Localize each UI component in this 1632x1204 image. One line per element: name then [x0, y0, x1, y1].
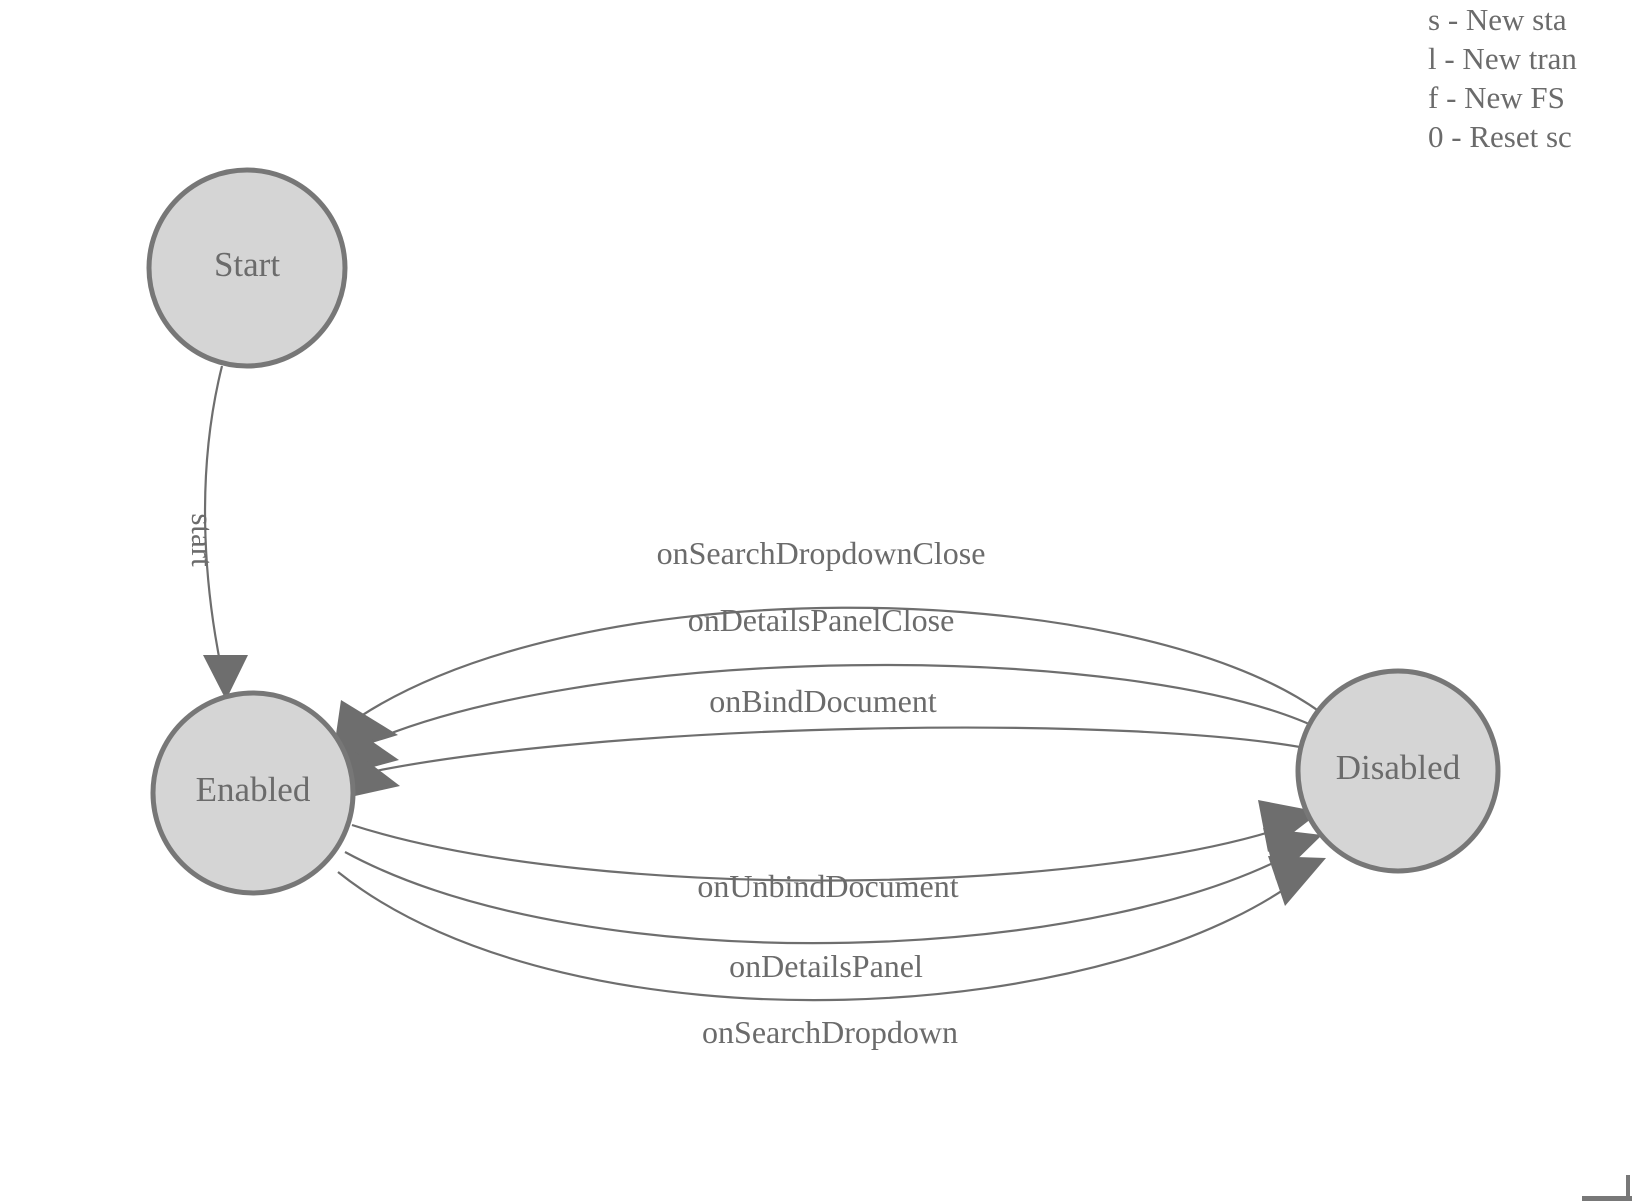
transition-on-details-panel-close[interactable]	[333, 663, 1323, 778]
transition-label-on-bind-document: onBindDocument	[709, 683, 937, 719]
transition-on-search-dropdown-arrowhead	[1268, 856, 1326, 906]
transition-on-search-dropdown-path[interactable]	[337, 861, 1321, 1002]
state-node-enabled-label: Enabled	[196, 770, 311, 809]
state-node-start-label: Start	[214, 245, 280, 284]
state-node-disabled-circle[interactable]	[1295, 668, 1501, 874]
state-node-start[interactable]: Start	[146, 167, 348, 369]
transition-on-bind-document-path[interactable]	[351, 726, 1326, 778]
transition-label-on-search-dropdown: onSearchDropdown	[702, 1014, 958, 1050]
transition-label-on-unbind-document: onUnbindDocument	[697, 868, 958, 904]
transition-start-arrowhead	[203, 655, 248, 700]
state-node-disabled[interactable]: Disabled	[1295, 668, 1501, 874]
transition-on-bind-document[interactable]	[337, 726, 1326, 800]
transition-start-path[interactable]	[203, 365, 224, 673]
state-node-start-circle[interactable]	[146, 167, 348, 369]
transition-label-on-details-panel: onDetailsPanel	[729, 948, 923, 984]
state-node-disabled-label: Disabled	[1336, 748, 1461, 787]
transition-label-on-search-dropdown-close: onSearchDropdownClose	[657, 535, 986, 571]
transition-on-search-dropdown-close-path[interactable]	[340, 606, 1321, 731]
transition-start[interactable]	[203, 365, 248, 700]
transition-on-details-panel-close-path[interactable]	[346, 663, 1323, 753]
transition-on-unbind-document-path[interactable]	[351, 816, 1311, 882]
state-node-enabled-circle[interactable]	[150, 690, 356, 896]
transition-label-on-details-panel-close: onDetailsPanelClose	[688, 602, 955, 638]
state-node-enabled[interactable]: Enabled	[150, 690, 356, 896]
transition-on-details-panel-path[interactable]	[344, 839, 1316, 945]
transition-label-start: start	[185, 513, 220, 567]
transition-on-search-dropdown[interactable]	[337, 856, 1326, 1002]
